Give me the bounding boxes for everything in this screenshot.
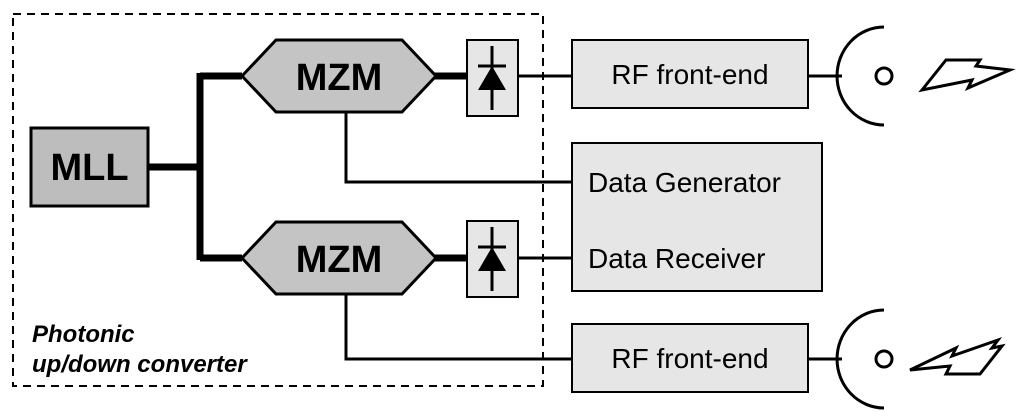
mzm-top: MZM [239,38,439,114]
converter-label-line1: Photonic [32,321,135,348]
mll-block: MLL [29,126,150,208]
data-generator-label: Data Generator [588,167,781,198]
lightning-signal-icon [909,336,1006,376]
optical-paths [148,72,467,262]
antenna-icon [835,25,894,127]
mzm-top-label: MZM [296,57,383,99]
photodiode-icon [466,220,519,298]
rf-top-label: RF front-end [611,59,768,90]
lightning-signal-icon [918,58,1016,93]
data-receiver-label: Data Receiver [588,243,765,274]
photodiode-icon [466,39,519,117]
converter-label-line2: up/down converter [32,351,248,378]
data-box: Data Generator Data Receiver [571,142,823,292]
rf-front-end-top: RF front-end [571,39,809,109]
antenna-icon [835,308,894,410]
mzm-bottom-label: MZM [296,239,383,281]
converter-boundary [12,13,544,387]
rf-front-end-bottom: RF front-end [571,323,809,393]
mzm-bottom: MZM [239,220,439,296]
rf-bottom-label: RF front-end [611,343,768,374]
mll-label: MLL [50,147,128,189]
